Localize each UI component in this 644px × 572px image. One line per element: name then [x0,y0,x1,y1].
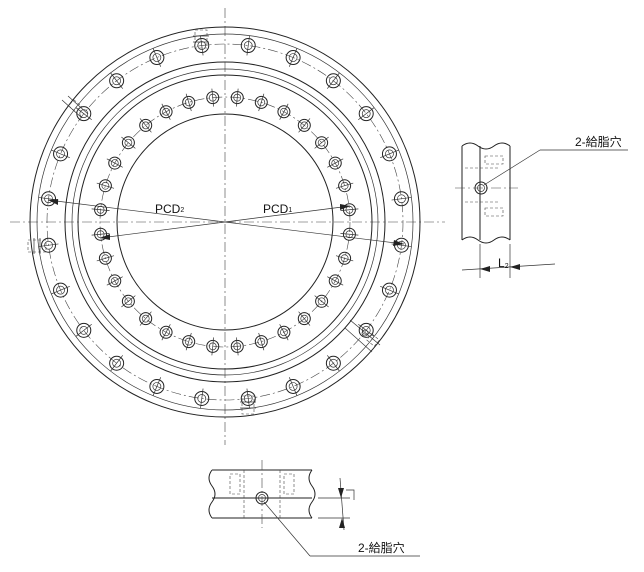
bottom-detail-view: 2-給脂穴 [208,460,420,557]
inner-bolt-hole [230,88,244,107]
pcd-inner-leader-right [224,205,351,223]
pcd-outer-leader [224,221,405,245]
grease-fitting-top [193,29,209,49]
inner-bolt-hole [297,118,311,133]
outer-bolt-hole [325,355,341,372]
inner-bolt-hole [139,311,153,326]
inner-bolt-hole [314,136,329,150]
outer-bolt-hole [109,72,125,89]
pcd-inner-arrow-right [340,204,350,210]
side-detail-view: 2-給脂穴 L2 [455,134,628,278]
outer-ring-outer-edge [29,26,421,418]
inner-bolt-hole [297,311,311,326]
inner-bolt-hole [327,274,344,288]
outer-bolt-hole [51,146,70,162]
pcd-inner-label: PCD2 [155,202,184,216]
grease-fitting-upper-left [61,95,89,119]
inner-bolt-hole [91,227,110,241]
outer-bolt-hole [149,48,165,67]
inner-bolt-hole [159,103,173,120]
inner-bolt-hole [96,179,115,193]
inner-bolt-hole [206,88,220,107]
inner-bolt-hole [277,103,291,120]
side-view-hidden-hole-bottom [484,207,504,217]
grease-hole-leader-bottom [263,501,311,557]
outer-bolt-hole [240,35,256,56]
inner-bolt-hole [254,332,268,351]
outer-ring-inner-edge [64,61,386,383]
outer-ring-chamfer [36,33,414,411]
inner-bolt-hole [335,251,354,265]
inner-bolt-hole [182,93,196,112]
inner-bolt-hole [314,294,329,308]
outer-bolt-hole [285,48,301,67]
inner-bolt-hole [335,179,354,193]
outer-bolt-hole [75,322,92,338]
grease-hole-leader-right [483,149,541,186]
inner-bolt-hole [106,156,123,170]
inner-bolt-hole [106,274,123,288]
inner-bolt-hole [230,337,244,356]
inner-bolt-hole [327,156,344,170]
inner-bolt-hole [182,332,196,351]
grease-fitting-bottom [240,395,256,415]
outer-bolt-hole [380,282,399,298]
inner-ring-face [77,74,373,370]
side-view-grease-hole [474,181,488,195]
grease-hole-label-right: 2-給脂穴 [575,134,622,149]
inner-bolt-hole [254,93,268,112]
side-view-hidden-hole-top [484,155,504,165]
outer-bolt-hole [285,377,301,396]
pcd-outer-arrow [393,240,404,246]
outer-bolt-hole [325,72,341,89]
inner-bolt-hole [96,251,115,265]
outer-bolt-hole [380,146,399,162]
pcd-inner-leader [99,221,226,239]
outer-bolt-hole [109,355,125,372]
pcd-inner-arrow [100,234,110,240]
outer-bolt-holes [38,35,412,409]
outer-bolt-hole [358,106,375,122]
pcd-outer-label: PCD1 [263,202,292,216]
l2-dimension-line [461,263,556,271]
inner-pcd-circle [99,96,351,348]
inner-bolt-holes [91,88,359,356]
outer-bolt-hole [391,191,412,207]
outer-bolt-hole [38,237,59,253]
outer-bolt-hole [75,106,92,122]
front-view: PCD1 PCD2 [10,8,445,445]
inner-ring-outer-edge [71,68,379,376]
side-view-break-bottom [461,236,511,244]
grease-hole-label-bottom: 2-給脂穴 [358,540,405,555]
pcd-outer-arrow-left [48,199,58,205]
outer-bolt-hole [240,388,256,409]
bottom-view-break-left [208,469,216,519]
inner-bolt-hole [159,324,173,341]
inner-bolt-hole [277,324,291,341]
bore-edge [116,113,334,331]
inner-bolt-hole [121,294,136,308]
grease-fitting-lower-right [344,319,381,353]
inner-bolt-hole [206,337,220,356]
outer-bolt-hole [149,377,165,396]
pcd-outer-leader-left [47,199,226,223]
inner-bolt-hole [340,227,359,241]
grease-fitting-left [27,238,47,254]
bottom-view-grease-hole [255,491,269,505]
bottom-view-break-right [308,469,316,519]
outer-bolt-hole [194,35,210,56]
outer-bolt-hole [194,388,210,409]
l2-dimension-label: L2 [498,256,509,270]
outer-pcd-circle [46,43,404,401]
inner-bolt-hole [121,136,136,150]
inner-bolt-hole [91,203,110,217]
inner-bolt-hole [139,118,153,133]
side-view-break-top [461,142,511,150]
outer-bolt-hole [51,282,70,298]
